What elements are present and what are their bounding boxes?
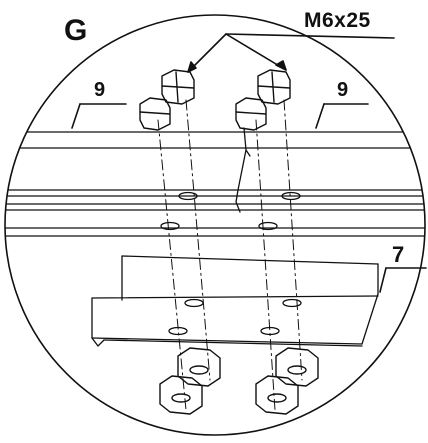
part-9-callout-right: 9 <box>337 79 349 101</box>
bolt-spec-callout: M6x25 <box>304 9 371 32</box>
centre-lines <box>157 99 303 411</box>
bolt-holes <box>160 191 302 336</box>
bolt-heads <box>139 69 291 131</box>
part-7-callout: 7 <box>392 242 405 267</box>
part-9-callout-left: 9 <box>94 79 106 101</box>
detail-circle <box>4 14 426 436</box>
bracket-part-7 <box>91 255 379 347</box>
rail-part-9 <box>5 127 425 237</box>
detail-label: G <box>64 14 88 47</box>
nuts <box>159 347 319 415</box>
leader-lines <box>71 33 427 293</box>
